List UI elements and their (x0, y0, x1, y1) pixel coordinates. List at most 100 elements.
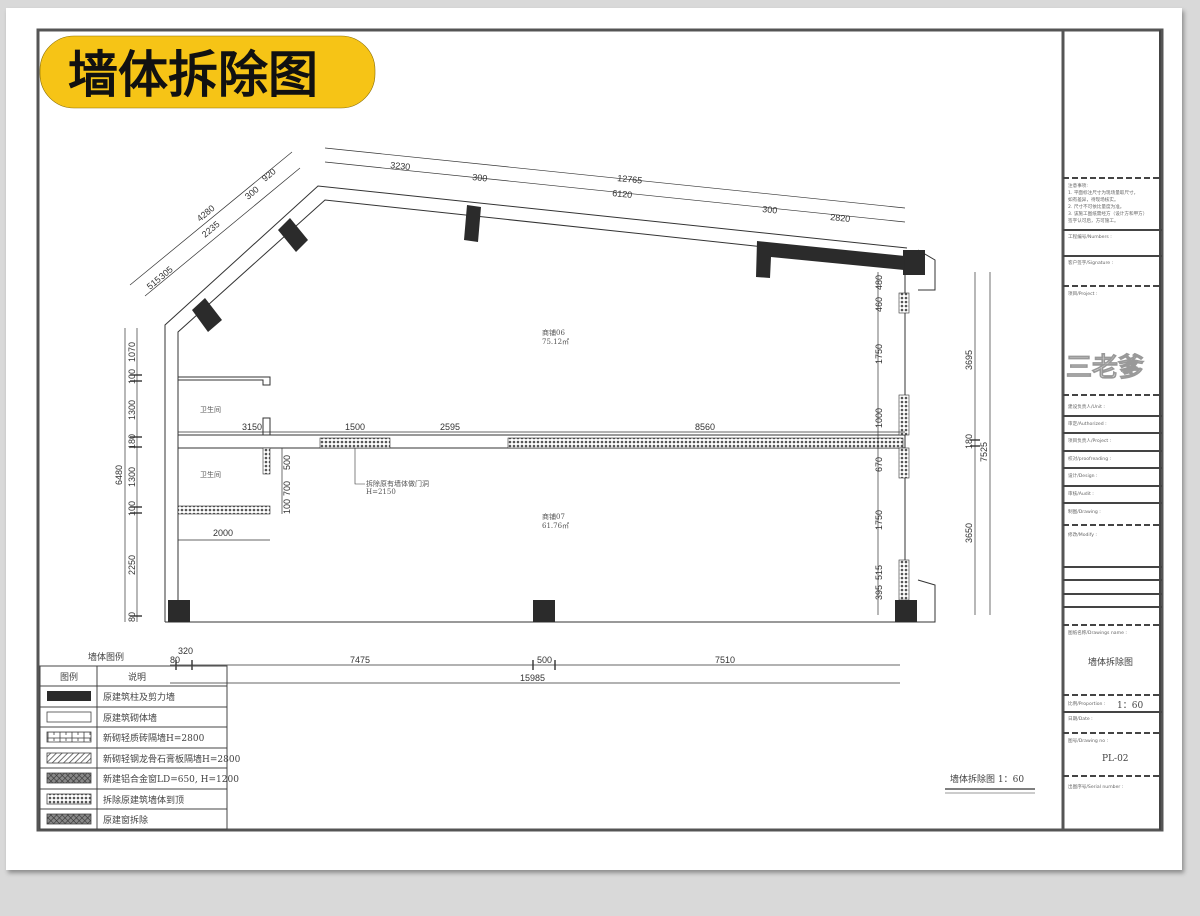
demolish-wall-segment (507, 437, 904, 449)
legend-header: 图例 (60, 671, 78, 683)
toilet-label: 卫生间 (200, 470, 221, 479)
dimension-label: 460 (874, 297, 884, 312)
legend-swatch-dots2 (46, 813, 92, 825)
demolish-window-4 (898, 559, 910, 601)
note-line: 3. 该施工图纸需经方（设计方和甲方） (1068, 210, 1147, 217)
dimension-label: 320 (178, 646, 193, 656)
field-label: 图纸名称/Drawings name : (1068, 629, 1127, 636)
demolish-window-1 (898, 292, 910, 314)
dimension-label: 3230 (390, 160, 411, 172)
dimension-label: 80 (170, 655, 180, 665)
title-block: 注意事项: 1. 平面标注尺寸为现场量取尺寸， 如有差异，待现场核实。 2. 尺… (1063, 30, 1162, 830)
legend-title: 墙体图例 (88, 651, 124, 663)
field-label: 比例/Proportion : (1068, 700, 1106, 707)
dimension-label: 180 (127, 434, 137, 449)
room-name: 商铺07 (542, 512, 565, 521)
field-label: 审核/Audit : (1068, 490, 1094, 497)
legend: 墙体图例 图例 说明 原建筑柱及剪力墙 原建筑砌体墙 新砌轻质砖隔墙H=2800… (39, 651, 241, 830)
room-name: 商铺06 (542, 328, 565, 337)
note-line: 如有差异，待现场核实。 (1068, 196, 1119, 203)
demolish-wall-toilet-bottom (177, 505, 271, 515)
dimension-label: 2595 (440, 422, 460, 432)
legend-label: 原建筑砌体墙 (103, 712, 157, 724)
note-line: 2. 尺寸不可依比量度为准。 (1068, 203, 1124, 210)
dimension-label: 80 (127, 612, 137, 622)
dimension-label: 3150 (242, 422, 262, 432)
dimension-label: 515 (874, 565, 884, 580)
logo: 三老爹 (1066, 353, 1144, 383)
dimension-label: 100 (282, 499, 292, 514)
field-label: 出图序号/Serial number : (1068, 783, 1124, 790)
column (533, 600, 555, 622)
dimension-label: 1750 (874, 344, 884, 364)
legend-swatch-dots (46, 793, 92, 805)
dimension-label: 3695 (964, 350, 974, 370)
annotation-text: H=2150 (366, 488, 396, 496)
dimension-labels: 12765 3230 300 6120 300 2820 4280 515 30… (114, 160, 989, 683)
dimension-label: 300 (762, 204, 778, 215)
dimension-label: 7525 (979, 442, 989, 462)
dimension-label: 670 (874, 457, 884, 472)
room-area: 75.12㎡ (542, 338, 569, 346)
dimension-label: 1750 (874, 510, 884, 530)
field-label: 图号/Drawing no : (1068, 738, 1108, 744)
column (192, 298, 222, 332)
scale-label: 墙体拆除图 1：60 (950, 773, 1024, 785)
dimension-label: 180 (964, 434, 974, 449)
column (903, 250, 925, 275)
dimension-label: 1500 (345, 422, 365, 432)
field-label: 工程编号/Numbers : (1068, 233, 1112, 240)
annotation-text: 拆除原有墙体做门洞 (366, 479, 429, 488)
dimension-label: 100 (127, 369, 137, 384)
note-line: 签字认可后，方可施工。 (1068, 217, 1119, 224)
column (756, 241, 905, 278)
drawing-frame (36, 28, 1164, 832)
field-label: 修改/Modify : (1068, 531, 1097, 538)
dimension-label: 395 (874, 585, 884, 600)
dimension-label: 2820 (830, 212, 851, 224)
field-label: 设计/Design : (1068, 472, 1098, 479)
demolition-walls (177, 292, 910, 601)
legend-swatch-cross (46, 772, 92, 784)
annotation-leader (354, 448, 365, 485)
dimension-label: 3650 (964, 523, 974, 543)
field-label: 项目负责人/Project : (1068, 437, 1112, 444)
legend-swatch-brick (46, 731, 92, 743)
legend-label: 新建铝合金窗LD=650, H=1200 (103, 773, 239, 785)
proportion-value: 1：60 (1117, 701, 1143, 711)
legend-label: 新砌轻质砖隔墙H=2800 (103, 732, 205, 744)
demolish-window-3 (898, 447, 910, 479)
column (168, 600, 190, 622)
field-label: 制图/Drawing : (1068, 508, 1101, 515)
field-label: 客户签字/Signature : (1068, 259, 1114, 266)
dimension-label: 7510 (715, 655, 735, 665)
legend-swatch-empty (46, 711, 92, 723)
field-label: 日期/Date : (1068, 716, 1093, 722)
dimension-label: 15985 (520, 673, 545, 683)
note-line: 1. 平面标注尺寸为现场量取尺寸， (1068, 189, 1138, 196)
legend-label: 原建筑柱及剪力墙 (103, 691, 175, 703)
toilet-label: 卫生间 (200, 405, 221, 414)
dimension-label: 1070 (127, 342, 137, 362)
legend-swatch-hatch (46, 752, 92, 764)
dimension-label: 100 (127, 501, 137, 516)
legend-label: 原建窗拆除 (103, 814, 148, 826)
column (895, 600, 917, 622)
dimension-label: 1000 (874, 408, 884, 428)
floor-plan (164, 185, 936, 623)
dimension-label: 300 (472, 172, 488, 183)
drawing-number: PL-02 (1102, 754, 1129, 764)
outer-wall-line (164, 185, 908, 622)
field-label: 建设负责人/Unit : (1068, 403, 1105, 410)
dimension-label: 500 (537, 655, 552, 665)
column (278, 218, 308, 252)
demolish-wall-door-opening (319, 437, 391, 449)
dimension-label: 2000 (213, 528, 233, 538)
demolish-wall-toilet (262, 447, 271, 475)
dimension-label: 6480 (114, 465, 124, 485)
dimension-label: 8560 (695, 422, 715, 432)
field-label: 审定/Authorized : (1068, 420, 1107, 427)
dimension-label: 1300 (127, 400, 137, 420)
field-label: 项目/Project : (1068, 291, 1098, 297)
